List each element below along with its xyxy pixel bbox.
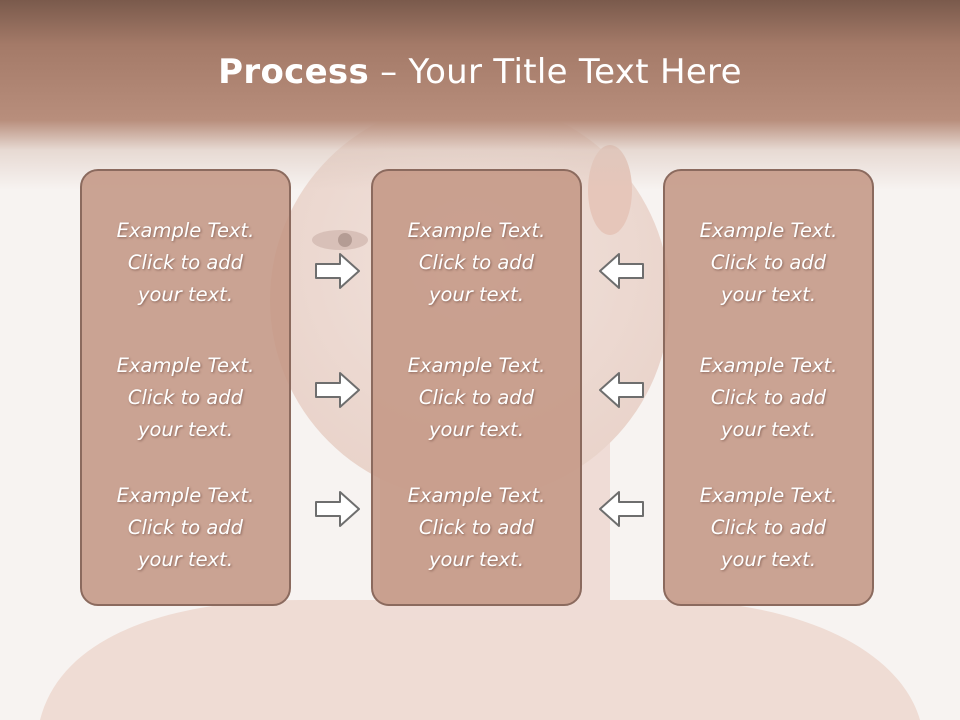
title-rest: – Your Title Text Here (369, 52, 742, 92)
text-placeholder[interactable]: Example Text. Click to add your text. (699, 484, 838, 571)
slide-title[interactable]: Process – Your Title Text Here (0, 52, 960, 92)
text-placeholder[interactable]: Example Text. Click to add your text. (407, 354, 546, 441)
arrow-right-icon (315, 491, 360, 527)
text-placeholder[interactable]: Example Text. Click to add your text. (407, 484, 546, 571)
text-placeholder[interactable]: Example Text. Click to add your text. (116, 484, 255, 571)
arrow-right-icon (315, 372, 360, 408)
text-placeholder[interactable]: Example Text. Click to add your text. (116, 354, 255, 441)
process-box-right[interactable]: Example Text. Click to add your text. Ex… (663, 169, 874, 606)
arrow-left-icon (599, 253, 644, 289)
title-bar (0, 0, 960, 190)
text-placeholder[interactable]: Example Text. Click to add your text. (116, 219, 255, 306)
arrow-left-icon (599, 372, 644, 408)
arrow-left-icon (599, 491, 644, 527)
text-placeholder[interactable]: Example Text. Click to add your text. (407, 219, 546, 306)
text-placeholder[interactable]: Example Text. Click to add your text. (699, 354, 838, 441)
process-box-left[interactable]: Example Text. Click to add your text. Ex… (80, 169, 291, 606)
arrow-right-icon (315, 253, 360, 289)
process-box-center[interactable]: Example Text. Click to add your text. Ex… (371, 169, 582, 606)
text-placeholder[interactable]: Example Text. Click to add your text. (699, 219, 838, 306)
title-bold: Process (218, 52, 370, 92)
